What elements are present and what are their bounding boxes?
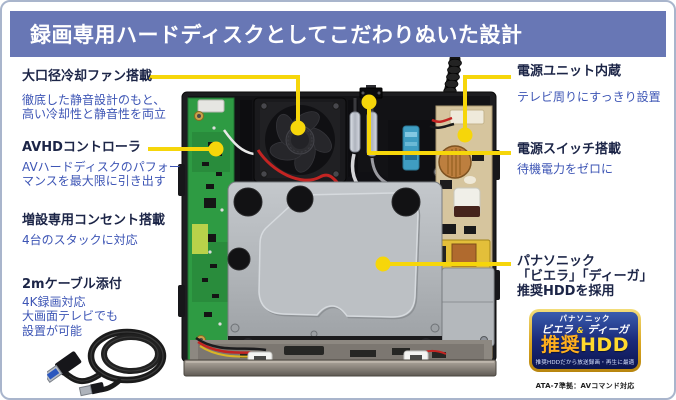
badge-note: 推奨HDDだから放送録画・再生に最適 bbox=[535, 359, 635, 366]
hdd-drive bbox=[227, 181, 443, 355]
power-unit-psu bbox=[429, 105, 495, 361]
callout-title-fan: 大口径冷却ファン搭載 bbox=[22, 69, 153, 84]
badge-products: ビエラ & ディーガ bbox=[541, 324, 628, 336]
callout-title-outlet: 増設専用コンセント搭載 bbox=[22, 213, 166, 228]
micro-b-connector bbox=[78, 382, 105, 397]
callout-desc-outlet: 4台のスタックに対応 bbox=[22, 233, 138, 247]
recommended-hdd-badge-inner: パナソニック ビエラ & ディーガ 推奨HDD 推奨HDDだから放送録画・再生に… bbox=[532, 312, 638, 369]
badge-brand: パナソニック bbox=[559, 314, 611, 324]
usb-a-connector bbox=[47, 351, 82, 383]
callout-desc-fan: 徹底した静音設計のもと、 高い冷却性と静音性を両立 bbox=[22, 93, 167, 122]
badge-main-prefix: 推奨 bbox=[541, 333, 581, 356]
callout-title-power-unit: 電源ユニット内蔵 bbox=[517, 64, 622, 79]
callout-title-power-switch: 電源スイッチ搭載 bbox=[517, 142, 622, 157]
callout-desc-power-switch: 待機電力をゼロに bbox=[517, 162, 614, 176]
recommended-hdd-badge: パナソニック ビエラ & ディーガ 推奨HDD 推奨HDDだから放送録画・再生に… bbox=[529, 309, 641, 372]
badge-product-diga: ディーガ bbox=[587, 323, 629, 336]
callout-title-cable: 2mケーブル添付 bbox=[22, 277, 122, 292]
header-banner: 録画専用ハードディスクとしてこだわりぬいた設計 bbox=[10, 11, 666, 57]
chassis-base bbox=[183, 336, 497, 377]
callout-desc-power-unit: テレビ周りにすっきり設置 bbox=[517, 90, 661, 104]
device-internals-photo bbox=[178, 57, 500, 377]
usb-cable-photo bbox=[47, 328, 167, 397]
callout-desc-avhd: AVハードディスクのパフォー マンスを最大限に引き出す bbox=[22, 160, 181, 189]
callout-desc-cable: 4K録画対応 大画面テレビでも 設置が可能 bbox=[22, 295, 119, 338]
badge-main-suffix: HDD bbox=[580, 333, 629, 356]
badge-product-viera: ビエラ bbox=[541, 323, 573, 336]
page-title: 録画専用ハードディスクとしてこだわりぬいた設計 bbox=[30, 23, 523, 47]
cooling-fan bbox=[253, 97, 348, 194]
power-switch bbox=[359, 85, 383, 99]
callout-title-avhd: AVHDコントローラ bbox=[22, 140, 141, 155]
callout-title-panasonic: パナソニック 「ビエラ」「ディーガ」 推奨HDDを採用 bbox=[517, 254, 653, 299]
badge-footnote: ATA-7準拠：AVコマンド対応 bbox=[535, 382, 635, 390]
badge-ampersand: & bbox=[576, 325, 584, 335]
badge-main-text: 推奨HDD bbox=[541, 333, 629, 356]
